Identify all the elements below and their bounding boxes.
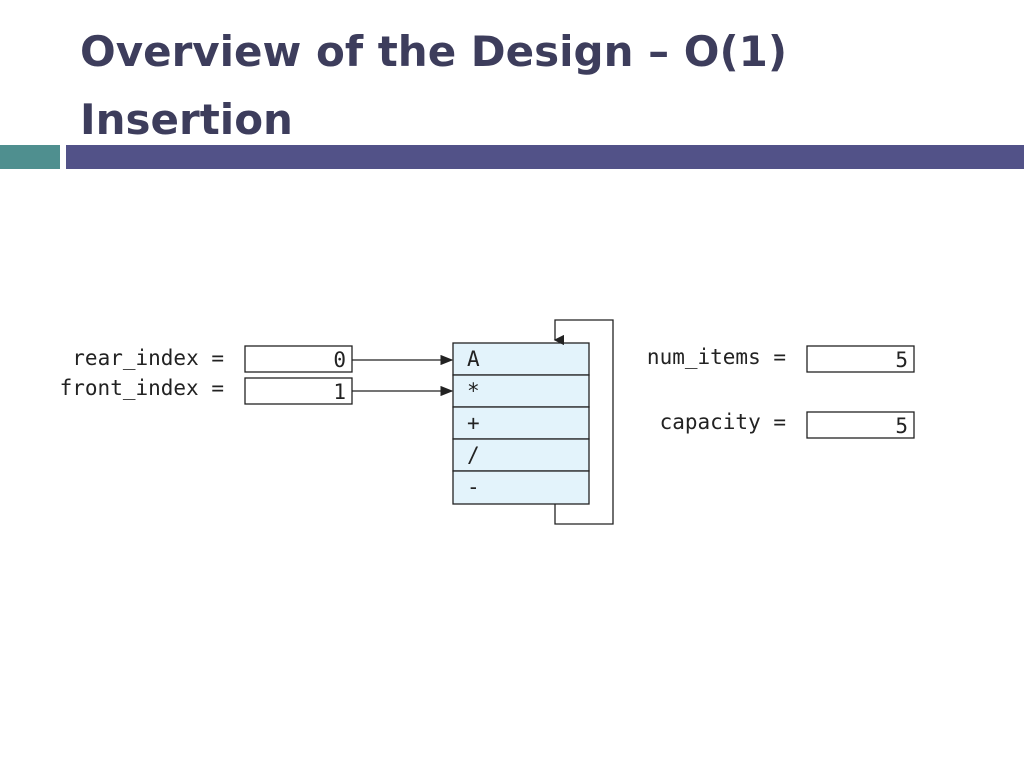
wraparound-arrow — [553, 319, 614, 525]
front-index-box — [244, 377, 353, 405]
array-cell — [452, 342, 590, 376]
front-index-label: front_index = — [60, 376, 224, 400]
array-cell-value: A — [467, 347, 480, 371]
array-cell-value: * — [467, 379, 480, 403]
title-line-2: Insertion — [80, 95, 293, 144]
array-cell — [452, 374, 590, 408]
capacity-value: 5 — [895, 414, 908, 438]
array-cell — [452, 438, 590, 472]
title-underline-bar — [66, 145, 1024, 169]
num-items-value: 5 — [895, 348, 908, 372]
array-cell — [452, 406, 590, 440]
title-line-1: Overview of the Design – O(1) — [80, 27, 788, 76]
array-cell-value: + — [467, 411, 480, 435]
array-cells: A * + / - — [452, 342, 590, 505]
rear-index-box — [244, 345, 353, 373]
num-items-label: num_items = — [647, 345, 786, 369]
array-cell-value: / — [467, 443, 480, 467]
array-cell-value: - — [467, 475, 480, 499]
array-cell — [452, 470, 590, 505]
teal-accent-bar — [0, 145, 60, 169]
rear-index-label: rear_index = — [72, 346, 224, 370]
slide-title: Overview of the Design – O(1) Insertion — [80, 18, 980, 154]
capacity-box — [806, 411, 915, 439]
num-items-box — [806, 345, 915, 373]
rear-index-value: 0 — [333, 348, 346, 372]
capacity-label: capacity = — [660, 410, 786, 434]
front-index-value: 1 — [333, 380, 346, 404]
